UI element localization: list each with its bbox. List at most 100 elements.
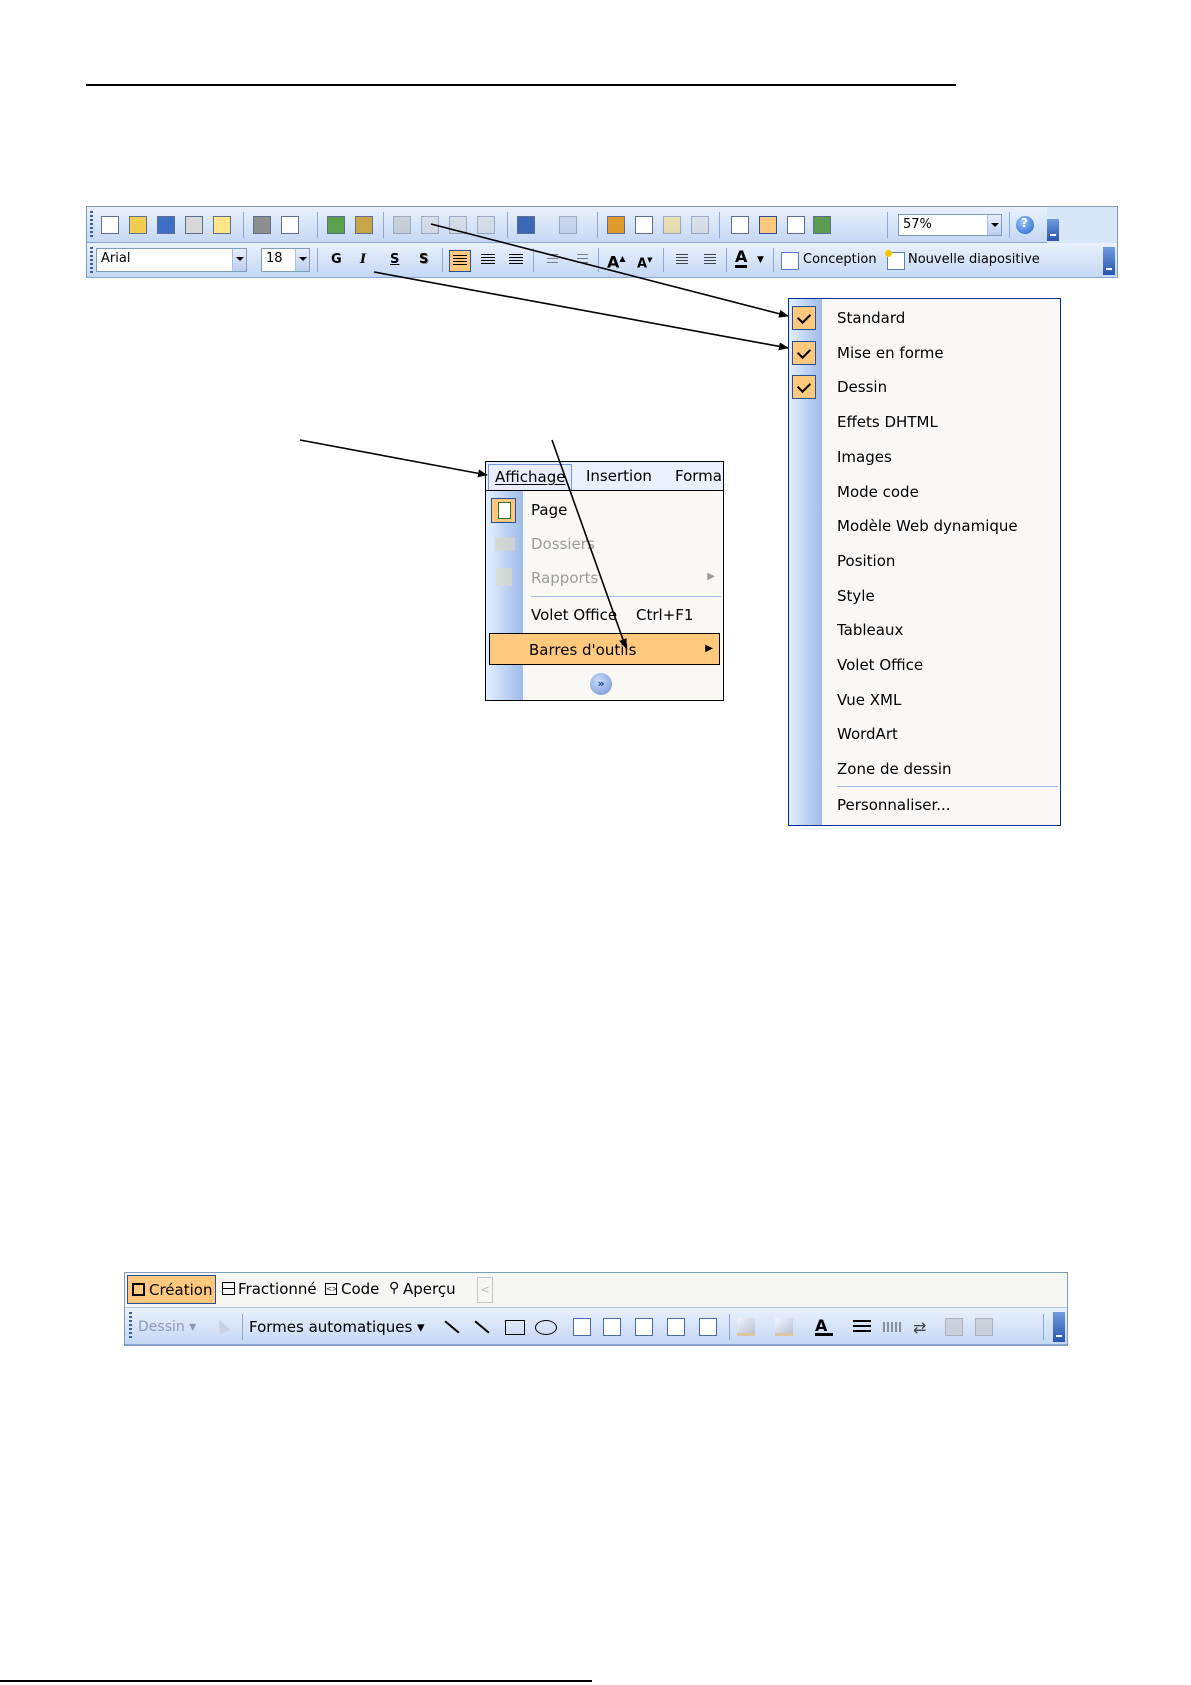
draw-menu-button[interactable]: Dessin ▾ [138,1319,197,1335]
copy-icon[interactable] [421,216,439,234]
align-left-icon[interactable] [449,250,471,272]
toolbar-grip[interactable] [90,211,93,238]
format-painter-icon[interactable] [477,216,495,234]
color-grayscale-icon[interactable] [813,216,831,234]
rectangle-icon[interactable] [505,1320,525,1335]
design-button[interactable]: Conception [803,252,877,267]
menu-item-volet-office[interactable]: Volet Office [789,649,1060,681]
tab-creation[interactable]: Création [127,1275,216,1304]
spelling-icon[interactable] [327,216,345,234]
menu-item-style[interactable]: Style [789,580,1060,612]
underline-button[interactable]: S [390,252,400,267]
picture-icon[interactable] [699,1318,717,1336]
oval-icon[interactable] [535,1320,557,1335]
cut-icon[interactable] [393,216,411,234]
menu-item-tableaux[interactable]: Tableaux [789,614,1060,646]
tab-apercu[interactable]: ⚲ Aperçu [387,1275,465,1304]
menu-item-position[interactable]: Position [789,545,1060,577]
redo-icon[interactable] [559,216,577,234]
menu-item-effets-dhtml[interactable]: Effets DHTML [789,406,1060,438]
research-icon[interactable] [355,216,373,234]
arrow-style-icon[interactable]: ⇄ [913,1318,927,1337]
menu-item-barres-outils[interactable]: Barres d'outils ▶ [489,633,720,665]
chevron-down-icon[interactable] [232,249,246,271]
menu-item-images[interactable]: Images [789,441,1060,473]
menu-item-dossiers[interactable]: Dossiers [486,528,723,560]
line-icon[interactable] [444,1320,460,1334]
email-icon[interactable] [213,216,231,234]
tab-code[interactable]: <> Code [323,1275,383,1304]
bullets-icon[interactable] [572,252,590,270]
font-color-icon[interactable]: A [735,247,748,268]
menu-insertion[interactable]: Insertion [586,467,652,485]
help-icon[interactable]: ? [1016,216,1034,234]
font-size-combo[interactable]: 18 [261,248,310,272]
menu-item-wordart[interactable]: WordArt [789,718,1060,750]
menu-item-rapports[interactable]: Rapports ▶ [486,562,723,594]
bold-button[interactable]: G [331,252,342,267]
align-right-icon[interactable] [507,252,525,270]
open-icon[interactable] [129,216,147,234]
menu-affichage[interactable]: Affichage [488,464,573,490]
chevron-down-icon[interactable]: ▼ [757,255,764,265]
hyperlink-icon[interactable] [691,216,709,234]
menu-item-mod-le-web-dynamique[interactable]: Modèle Web dynamique [789,510,1060,542]
toolbar-options-chevron[interactable] [1047,219,1059,241]
menu-item-zone-de-dessin[interactable]: Zone de dessin [789,753,1060,785]
diagram-icon[interactable] [635,1318,653,1336]
toolbar-options-chevron[interactable] [1053,1312,1065,1342]
toolbar-options-chevron[interactable] [1103,247,1115,275]
toolbar-grip[interactable] [129,1312,132,1340]
decrease-font-icon[interactable]: A▼ [637,256,653,272]
font-combo[interactable]: Arial [96,248,247,272]
chevron-down-icon[interactable] [987,215,1001,235]
decrease-indent-icon[interactable] [672,252,690,270]
permission-icon[interactable] [185,216,203,234]
menu-item-mise-en-forme[interactable]: Mise en forme [789,337,1060,369]
toolbar-grip[interactable] [90,247,93,273]
new-icon[interactable] [101,216,119,234]
line-style-icon[interactable] [853,1320,871,1334]
menu-item-dessin[interactable]: Dessin [789,371,1060,403]
dash-style-icon[interactable] [883,1322,901,1332]
grid-icon[interactable] [787,216,805,234]
menu-item-mode-code[interactable]: Mode code [789,476,1060,508]
new-slide-button[interactable]: Nouvelle diapositive [908,252,1040,267]
shadow-button[interactable]: S [419,252,429,267]
menu-item-page[interactable]: Page [486,494,723,526]
textbox-icon[interactable] [573,1318,591,1336]
chevron-down-icon[interactable] [295,249,309,271]
wordart-icon[interactable] [603,1318,621,1336]
tab-fractionne[interactable]: Fractionné [218,1275,322,1304]
increase-indent-icon[interactable] [700,252,718,270]
zoom-combo[interactable]: 57% [898,214,1002,236]
menu-item-standard[interactable]: Standard [789,302,1060,334]
clipart-icon[interactable] [667,1318,685,1336]
align-center-icon[interactable] [479,252,497,270]
line-color-icon[interactable] [775,1318,793,1336]
arrow-icon[interactable] [474,1320,490,1334]
menu-item-volet-office[interactable]: Volet Office Ctrl+F1 [486,599,723,631]
scroll-left-button[interactable]: < [477,1277,493,1303]
increase-font-icon[interactable]: A▲ [607,252,626,272]
print-icon[interactable] [253,216,271,234]
insert-chart-icon[interactable] [607,216,625,234]
select-objects-icon[interactable] [213,1317,231,1335]
save-icon[interactable] [157,216,175,234]
show-formatting-icon[interactable] [759,216,777,234]
expand-icon[interactable] [731,216,749,234]
italic-button[interactable]: I [360,252,367,267]
undo-icon[interactable] [517,216,535,234]
menu-item-vue-xml[interactable]: Vue XML [789,684,1060,716]
menu-format[interactable]: Forma [675,467,722,485]
print-preview-icon[interactable] [281,216,299,234]
font-color-icon[interactable]: A [815,1318,833,1336]
shadow-icon[interactable] [945,1318,963,1336]
menu-item-personnaliser[interactable]: Personnaliser... [789,789,1060,821]
tables-borders-icon[interactable] [663,216,681,234]
expand-menu-icon[interactable]: » [590,673,612,695]
autoshapes-button[interactable]: Formes automatiques ▾ [249,1318,425,1336]
3d-icon[interactable] [975,1318,993,1336]
numbering-icon[interactable] [542,252,560,270]
insert-table-icon[interactable] [635,216,653,234]
